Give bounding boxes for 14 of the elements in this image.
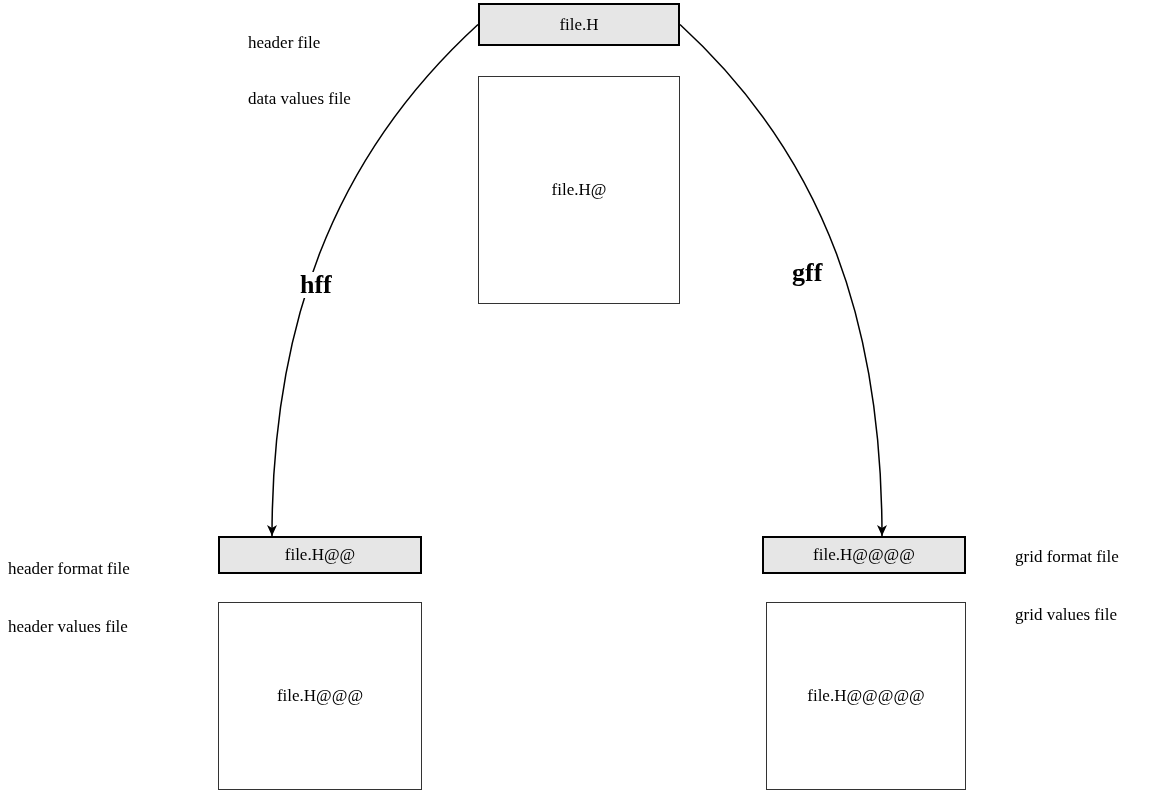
file-description: grid values file — [1015, 604, 1117, 626]
file-header-box: file.H@@@@ — [762, 536, 966, 574]
file-description: header values file — [8, 616, 128, 638]
file-values-box: file.H@@@@@ — [766, 602, 966, 790]
file-description: header format file — [8, 558, 130, 580]
file-header-box: file.H@@ — [218, 536, 422, 574]
file-values-box: file.H@@@ — [218, 602, 422, 790]
curved-arrow — [679, 23, 887, 537]
file-description: grid format file — [1015, 546, 1119, 568]
file-values-box: file.H@ — [478, 76, 680, 304]
file-header-box: file.H — [478, 3, 680, 46]
curved-arrow — [267, 23, 479, 537]
file-description: header file — [248, 32, 321, 54]
file-description: data values file — [248, 88, 351, 110]
